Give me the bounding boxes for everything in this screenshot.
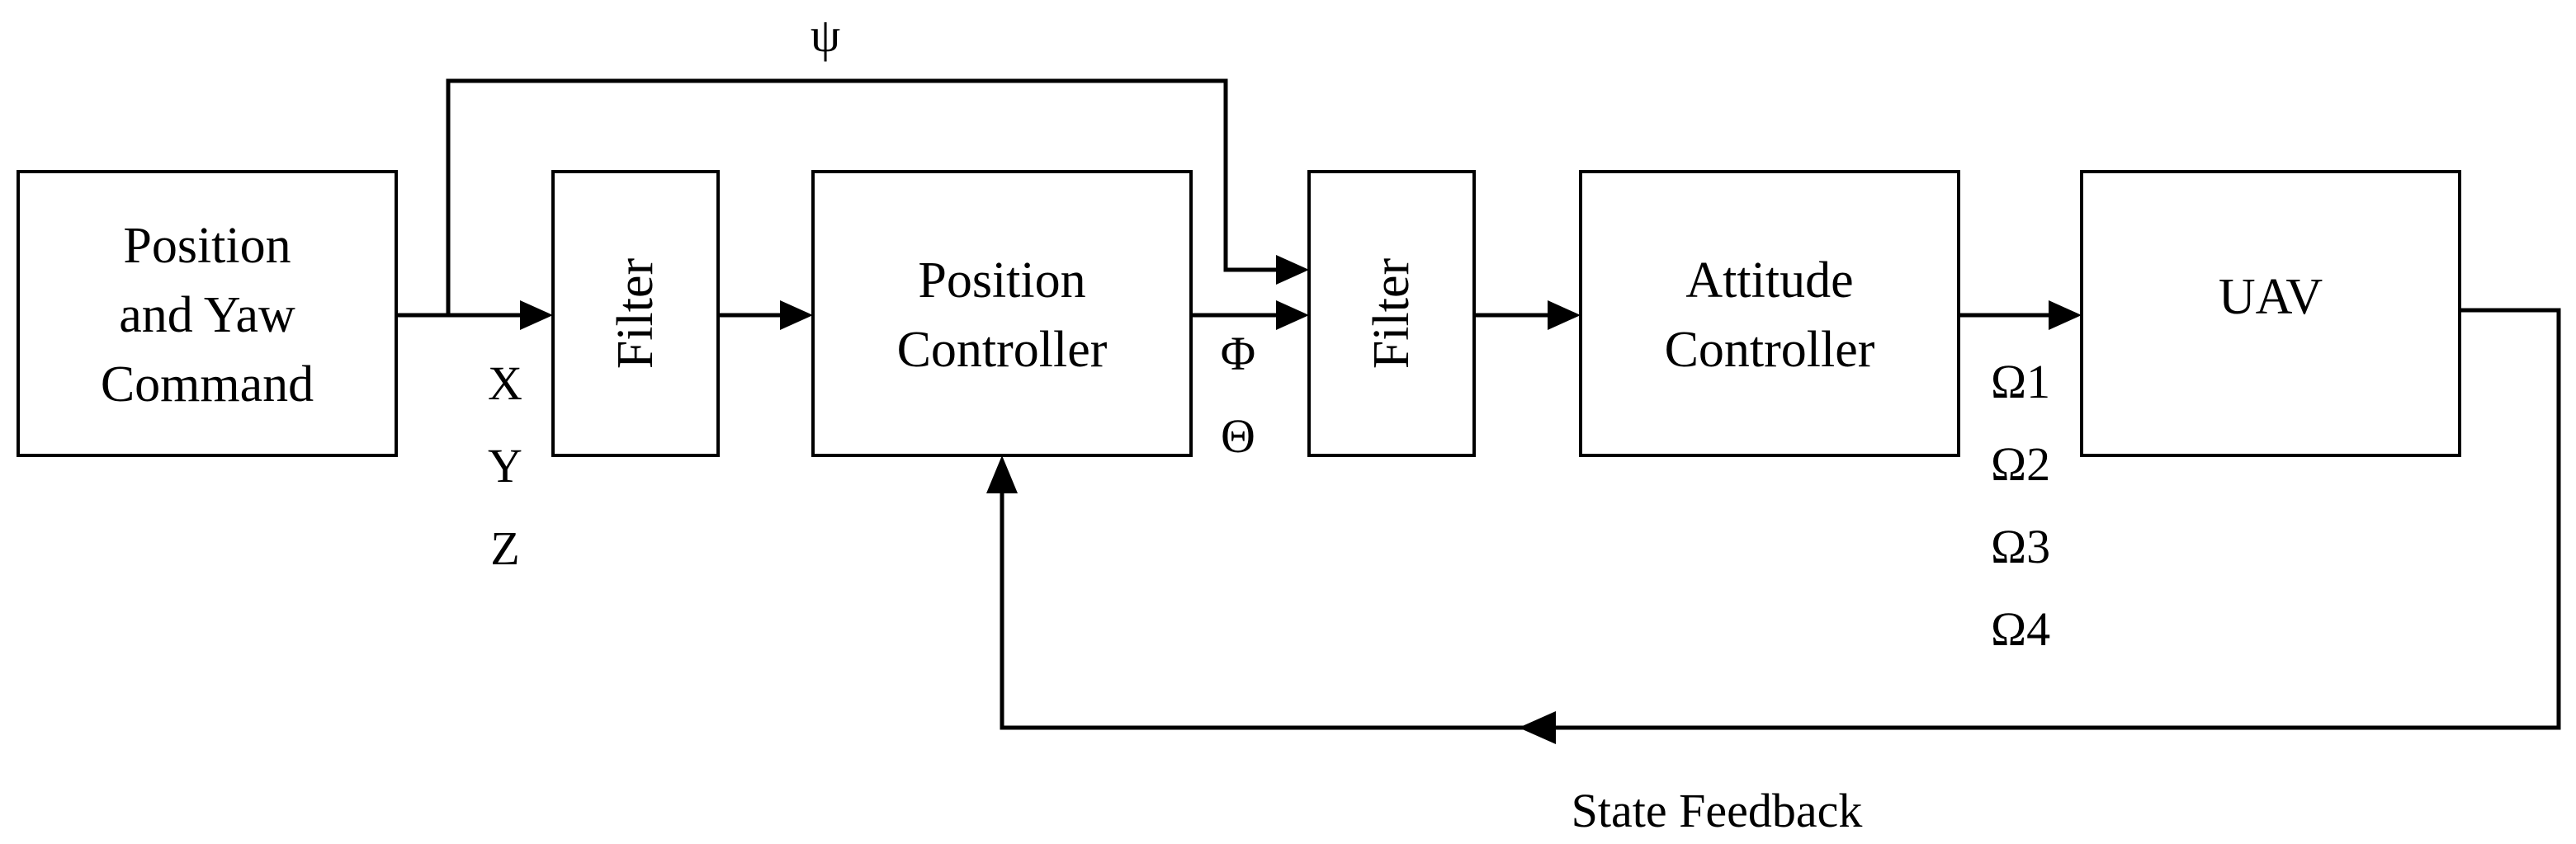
psi-bypass-line: [446, 78, 1278, 315]
arrowhead-feedback-to-position-controller: [986, 455, 1018, 493]
position-controller-block: Position Controller: [811, 170, 1193, 457]
signal-labels: ψ X Y Z Φ Θ Ω1 Ω2 Ω3 Ω4 State Feedback: [488, 8, 2050, 837]
filter-block-2: Filter: [1307, 170, 1476, 457]
state-feedback-line: [1000, 308, 2561, 730]
arrowhead-filter1-input: [520, 300, 553, 330]
attitude-controller-label-line1: Attitude: [1685, 252, 1853, 309]
omega4-label: Ω4: [1991, 602, 2050, 656]
arrowhead-filter2-input: [1276, 300, 1309, 330]
arrowhead-position-controller-input: [780, 300, 813, 330]
state-feedback-label: State Feedback: [1572, 784, 1863, 837]
filter-2-label: Filter: [1364, 257, 1420, 369]
filter-block-1: Filter: [551, 170, 720, 457]
arrowhead-psi-to-filter2: [1276, 255, 1309, 285]
command-label-line2: and Yaw: [119, 287, 295, 343]
filter-1-label: Filter: [607, 257, 664, 369]
attitude-controller-block: Attitude Controller: [1579, 170, 1960, 457]
connection-lines: [396, 78, 2561, 744]
y-label: Y: [488, 439, 522, 493]
command-label-line3: Command: [101, 356, 314, 413]
phi-label: Φ: [1221, 327, 1255, 380]
uav-block: UAV: [2080, 170, 2461, 457]
position-controller-label-line1: Position: [918, 252, 1085, 309]
omega1-label: Ω1: [1991, 355, 2050, 408]
x-label: X: [488, 356, 522, 410]
position-yaw-command-block: Position and Yaw Command: [17, 170, 398, 457]
position-controller-label-line2: Controller: [897, 322, 1108, 378]
arrowhead-attitude-controller-input: [1548, 300, 1581, 330]
uav-label: UAV: [2219, 269, 2323, 325]
omega2-label: Ω2: [1991, 437, 2050, 491]
command-label-line1: Position: [123, 218, 291, 274]
psi-label: ψ: [811, 8, 840, 62]
attitude-controller-label-line2: Controller: [1665, 322, 1875, 378]
arrowhead-feedback-direction: [1519, 711, 1556, 744]
theta-label: Θ: [1221, 409, 1255, 463]
arrowhead-uav-input: [2049, 300, 2082, 330]
omega3-label: Ω3: [1991, 520, 2050, 573]
z-label: Z: [490, 521, 519, 575]
